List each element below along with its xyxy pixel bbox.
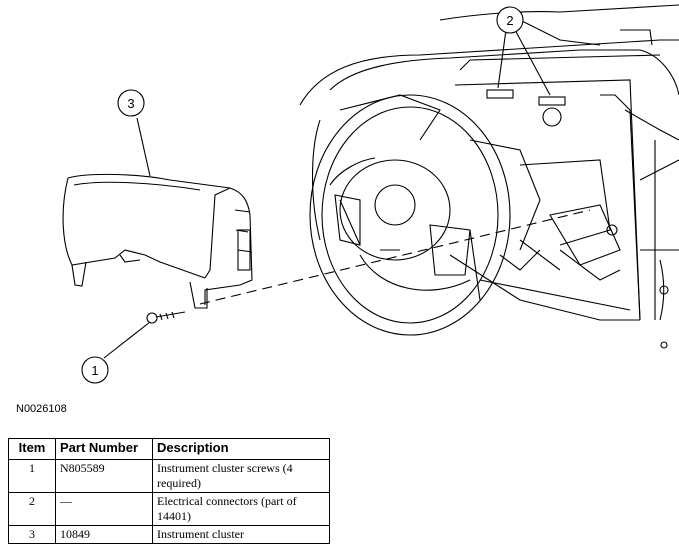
header-item: Item xyxy=(8,438,56,460)
cell-description: Instrument cluster screws (4 required) xyxy=(152,459,330,493)
leader-line-2b xyxy=(513,27,551,96)
guide-line xyxy=(199,209,591,305)
callout-1-label: 1 xyxy=(91,363,98,378)
cell-part-number: 10849 xyxy=(55,525,153,544)
leader-line-3 xyxy=(136,117,151,177)
cell-item: 1 xyxy=(8,459,56,493)
figure-id: N0026108 xyxy=(16,403,67,415)
electrical-connectors-drawing xyxy=(486,89,566,106)
steering-wheel-drawing xyxy=(309,94,541,336)
cell-item: 3 xyxy=(8,525,56,544)
table-row: 3 10849 Instrument cluster xyxy=(8,525,330,544)
table-row: 2 — Electrical connectors (part of 14401… xyxy=(8,492,330,526)
leader-line-1 xyxy=(103,321,151,359)
callout-3-circle xyxy=(117,89,145,117)
parts-table: Item Part Number Description 1 N805589 I… xyxy=(8,438,330,544)
instrument-cluster-illustration: 1 2 3 xyxy=(62,4,679,384)
header-part-number: Part Number xyxy=(55,438,153,460)
callout-3-label: 3 xyxy=(127,96,134,111)
table-header-row: Item Part Number Description xyxy=(8,438,330,460)
callout-1-circle xyxy=(81,356,109,384)
screw-drawing xyxy=(146,311,186,324)
cell-description: Instrument cluster xyxy=(152,525,330,544)
instrument-cluster-drawing xyxy=(62,173,253,309)
callout-2-label: 2 xyxy=(506,13,513,28)
dashboard-drawing xyxy=(299,4,679,349)
table-row: 1 N805589 Instrument cluster screws (4 r… xyxy=(8,459,330,493)
header-description: Description xyxy=(152,438,330,460)
callout-2-circle xyxy=(496,6,524,34)
cell-description: Electrical connectors (part of 14401) xyxy=(152,492,330,526)
cell-part-number: — xyxy=(55,492,153,526)
leader-line-2a xyxy=(497,29,507,89)
cell-part-number: N805589 xyxy=(55,459,153,493)
cell-item: 2 xyxy=(8,492,56,526)
